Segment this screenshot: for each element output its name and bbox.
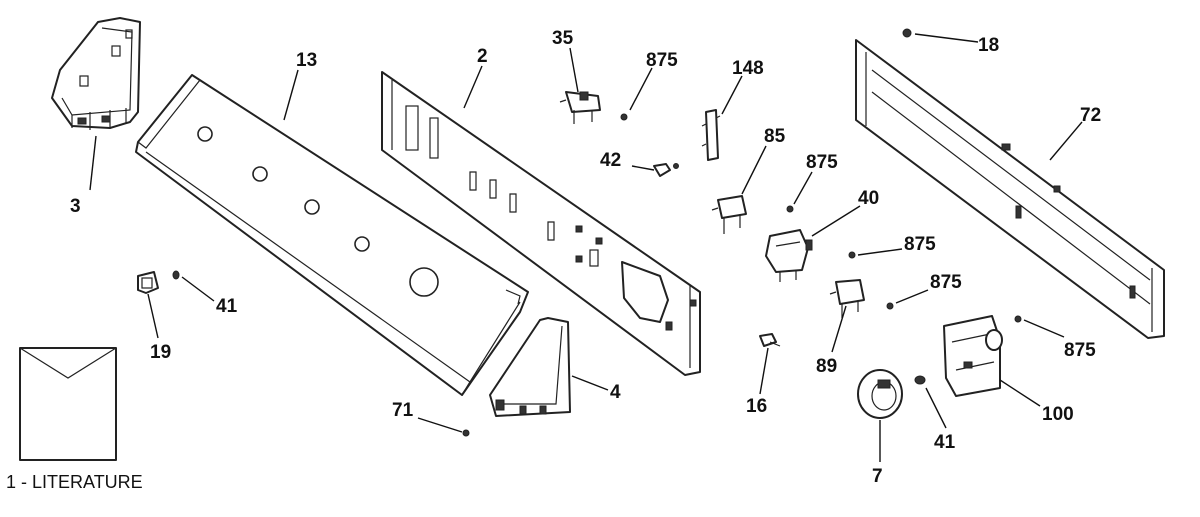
part-13-control-panel <box>135 74 529 396</box>
part-41-spring-b <box>914 375 926 385</box>
part-labels: 3 13 2 35 875 148 18 72 42 85 875 40 875… <box>6 28 1101 492</box>
label-89: 89 <box>816 356 837 377</box>
label-16: 16 <box>746 396 767 417</box>
literature-envelope-icon <box>19 347 117 461</box>
label-875-e: 875 <box>1064 340 1096 361</box>
part-19-knob-insert <box>137 271 159 294</box>
part-35-switch <box>559 91 601 124</box>
part-4-end-cap <box>489 317 571 417</box>
part-18-screw <box>902 28 912 38</box>
screw-875-b <box>786 205 794 213</box>
screw-875-d <box>886 302 894 310</box>
screw-875-e <box>1014 315 1022 323</box>
label-3: 3 <box>70 196 81 217</box>
label-875-a: 875 <box>646 50 678 71</box>
label-35: 35 <box>552 28 574 49</box>
screw-875-c <box>848 251 856 259</box>
label-41-b: 41 <box>934 432 956 453</box>
part-72-back-panel <box>855 39 1165 339</box>
part-85-switch <box>711 195 747 234</box>
label-875-d: 875 <box>930 272 962 293</box>
label-71: 71 <box>392 400 414 421</box>
part-7-knob <box>857 369 903 419</box>
label-875-c: 875 <box>904 234 936 255</box>
part-89-switch <box>829 279 865 318</box>
label-19: 19 <box>150 342 171 363</box>
label-41-a: 41 <box>216 296 238 317</box>
label-7: 7 <box>872 466 883 487</box>
part-148-clip <box>701 109 721 161</box>
label-18: 18 <box>978 35 999 56</box>
label-42: 42 <box>600 150 621 171</box>
part-3-end-cap <box>51 17 141 130</box>
label-2: 2 <box>477 46 488 67</box>
label-40: 40 <box>858 188 879 209</box>
label-100: 100 <box>1042 404 1074 425</box>
literature-label: 1 - LITERATURE <box>6 472 143 492</box>
label-13: 13 <box>296 50 317 71</box>
label-72: 72 <box>1080 105 1101 126</box>
label-4: 4 <box>610 382 621 403</box>
part-71-screw <box>462 429 470 437</box>
part-100-timer <box>943 315 1003 397</box>
part-16-key <box>759 333 781 347</box>
part-40-selector <box>765 229 813 282</box>
part-41-spring <box>172 270 180 280</box>
label-85: 85 <box>764 126 786 147</box>
label-875-b: 875 <box>806 152 838 173</box>
label-148: 148 <box>732 58 764 79</box>
leader-lines <box>89 33 1083 462</box>
part-42-clip <box>653 163 679 177</box>
part-2-mounting-bracket <box>381 71 701 376</box>
screw-875-a <box>620 113 628 121</box>
